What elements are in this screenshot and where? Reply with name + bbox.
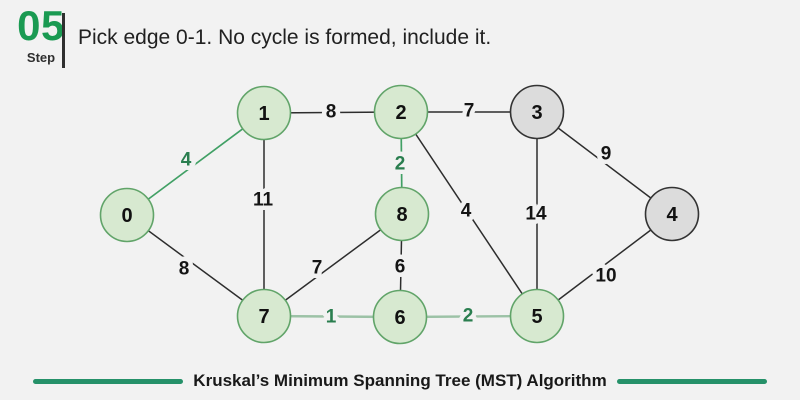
step-label: Step: [26, 50, 56, 65]
node-circle-8: [374, 186, 430, 242]
edge-weight-7-8: 7: [312, 258, 323, 279]
node-circle-0: [99, 187, 155, 243]
node-circle-7: [236, 288, 292, 344]
edge-weight-0-1: 4: [181, 150, 192, 171]
graph-node-4: 4: [644, 186, 700, 242]
edge-weight-1-2: 8: [326, 102, 337, 123]
node-label-0: 0: [121, 205, 132, 227]
footer-title: Kruskal’s Minimum Spanning Tree (MST) Al…: [193, 371, 607, 390]
graph-node-8: 8: [374, 186, 430, 242]
step-number: 05: [17, 2, 65, 49]
node-label-8: 8: [396, 204, 407, 226]
graph-edge-7-8: [263, 213, 403, 317]
graph-node-1: 1: [236, 85, 292, 141]
graph-node-7: 7: [236, 288, 292, 344]
graph-edge-0-1: [126, 112, 265, 216]
edge-weight-2-5: 4: [461, 201, 472, 222]
footer: Kruskal’s Minimum Spanning Tree (MST) Al…: [0, 371, 800, 391]
node-circle-4: [644, 186, 700, 242]
edge-weight-3-5: 14: [525, 204, 547, 225]
edge-weight-7-6: 1: [326, 307, 337, 328]
graph-edge-3-4: [536, 111, 673, 215]
edge-weight-2-8: 2: [395, 154, 406, 175]
edge-weight-0-7: 8: [179, 259, 190, 280]
node-label-3: 3: [531, 102, 542, 124]
edge-weight-3-4: 9: [601, 144, 612, 165]
footer-rule-left: [33, 378, 184, 384]
node-circle-3: [509, 84, 565, 140]
footer-rule-right: [616, 378, 767, 384]
node-circle-2: [373, 84, 429, 140]
edge-weight-1-7: 11: [253, 190, 274, 211]
edge-weight-8-6: 6: [395, 257, 406, 278]
node-label-4: 4: [666, 204, 678, 226]
graph-edge-4-5: [536, 213, 673, 317]
graph-edge-0-7: [126, 214, 265, 317]
graph-node-2: 2: [373, 84, 429, 140]
graph-node-5: 5: [509, 288, 565, 344]
graph-node-3: 3: [509, 84, 565, 140]
node-circle-1: [236, 85, 292, 141]
node-label-7: 7: [258, 306, 269, 328]
graph-node-0: 0: [99, 187, 155, 243]
graph-node-6: 6: [372, 289, 428, 345]
node-circle-5: [509, 288, 565, 344]
header-divider: [62, 13, 65, 68]
node-circle-6: [372, 289, 428, 345]
node-label-1: 1: [258, 103, 269, 125]
edge-weight-6-5: 2: [463, 306, 474, 327]
step-instruction: Pick edge 0-1. No cycle is formed, inclu…: [78, 26, 492, 49]
node-label-2: 2: [395, 102, 406, 124]
edge-weight-4-5: 10: [595, 266, 616, 287]
node-label-5: 5: [531, 306, 542, 328]
node-label-6: 6: [394, 307, 405, 329]
graph-edge-2-5: [400, 111, 538, 317]
edge-weight-2-3: 7: [464, 101, 475, 122]
